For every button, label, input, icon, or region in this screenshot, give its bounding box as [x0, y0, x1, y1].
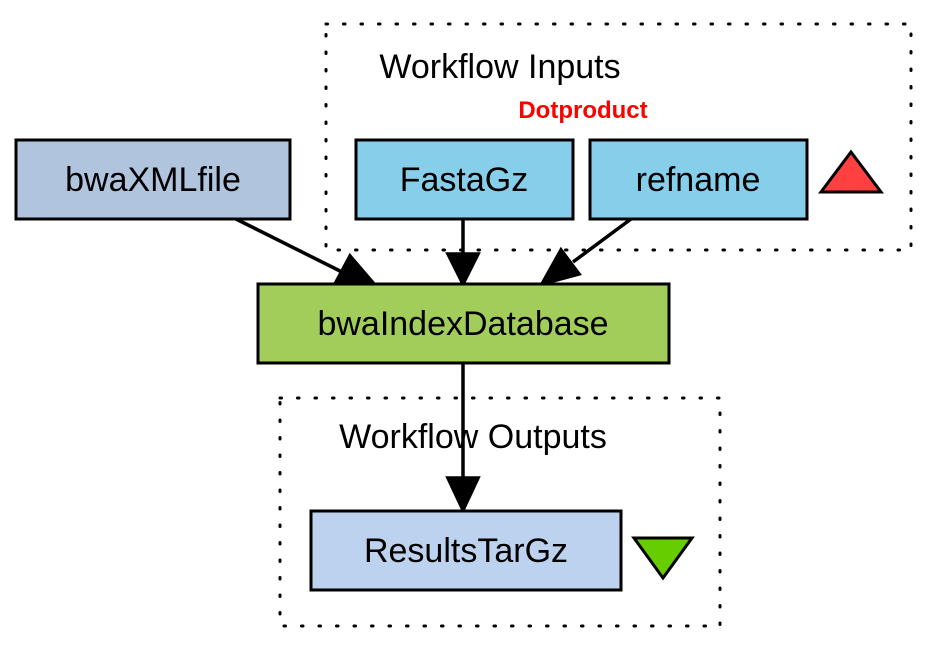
workflow-outputs-title: Workflow Outputs	[339, 418, 607, 456]
input-marker-triangle-icon	[818, 149, 884, 194]
node-bwaindexdatabase-box	[256, 282, 671, 365]
edge-arrowhead-refname	[538, 246, 582, 287]
node-bwaxmlfile[interactable]: bwaXMLfile	[14, 138, 292, 221]
edges	[235, 217, 633, 515]
node-fastagz-label: FastaGz	[400, 161, 528, 199]
workflow-inputs-title: Workflow Inputs	[379, 48, 620, 86]
workflow-outputs-cluster: Workflow Outputs	[278, 396, 722, 628]
node-refname-label: refname	[636, 161, 761, 199]
node-resultstargz-label: ResultsTarGz	[364, 532, 568, 570]
workflow-inputs-border	[324, 22, 913, 252]
dotproduct-label: Dotproduct	[518, 97, 647, 124]
node-refname-box	[588, 138, 809, 221]
node-refname[interactable]: refname	[588, 138, 809, 221]
node-bwaindexdatabase[interactable]: bwaIndexDatabase	[256, 282, 671, 365]
edge-arrowhead-bwaxmlfile	[332, 252, 378, 286]
edge-refname-to-bwaindexdatabase	[571, 217, 633, 264]
output-marker-triangle-icon	[631, 536, 695, 581]
node-bwaindexdatabase-label: bwaIndexDatabase	[317, 305, 608, 343]
edge-bwaxmlfile-to-bwaindexdatabase	[235, 217, 343, 274]
node-bwaxmlfile-box	[14, 138, 292, 221]
edge-arrowhead-fastagz	[445, 252, 481, 288]
node-resultstargz-box	[309, 509, 623, 592]
workflow-inputs-cluster: Workflow Inputs Dotproduct	[324, 22, 913, 252]
node-resultstargz[interactable]: ResultsTarGz	[309, 509, 623, 592]
node-fastagz-box	[354, 138, 575, 221]
node-fastagz[interactable]: FastaGz	[354, 138, 575, 221]
edge-arrowhead-resultstargz	[445, 476, 481, 515]
node-bwaxmlfile-label: bwaXMLfile	[65, 161, 241, 199]
